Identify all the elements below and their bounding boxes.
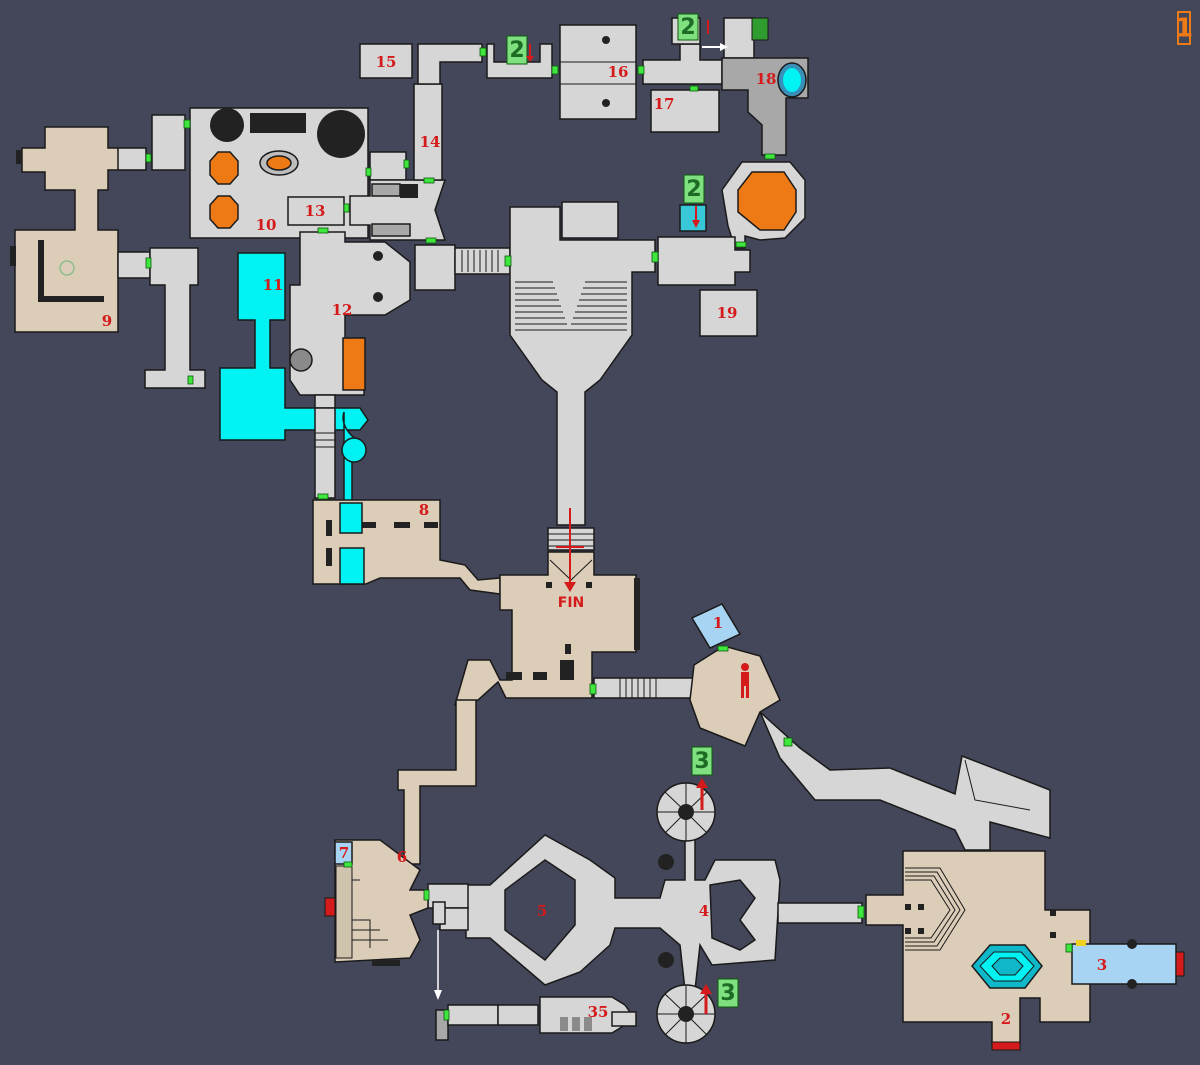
room-4-5-area — [427, 829, 863, 991]
room-label-19[interactable]: 19 — [717, 304, 738, 322]
room-label-13[interactable]: 13 — [305, 202, 326, 220]
great-hall — [414, 201, 656, 551]
room-9-area — [10, 126, 151, 333]
room-label-6[interactable]: 6 — [397, 848, 407, 866]
room-label-18[interactable]: 18 — [756, 70, 777, 88]
room-label-10[interactable]: 10 — [256, 216, 277, 234]
east-passage — [593, 603, 1051, 851]
room-6-7-area — [324, 839, 429, 966]
west-corridor — [144, 247, 206, 389]
player-icon — [741, 663, 749, 698]
room-label-7[interactable]: 7 — [339, 844, 349, 862]
floor-link-3-south[interactable]: 3 — [720, 981, 735, 1006]
room-15 — [359, 43, 413, 79]
floor-link-2-east[interactable]: 2 — [686, 177, 701, 202]
room-label-16[interactable]: 16 — [608, 63, 629, 81]
room-label-14[interactable]: 14 — [420, 133, 441, 151]
room-label-17[interactable]: 17 — [654, 95, 675, 113]
floor-link-2-northeast[interactable]: 2 — [680, 15, 695, 40]
arrows — [434, 20, 728, 1014]
room-label-35[interactable]: 35 — [588, 1003, 609, 1021]
floor-link-2-north[interactable]: 2 — [509, 38, 524, 63]
spiral-stair-south — [656, 984, 716, 1044]
room-10-area — [151, 107, 407, 239]
room-8-area — [312, 499, 501, 595]
room-2-area — [865, 850, 1091, 1051]
room-14 — [413, 83, 443, 181]
room-label-12[interactable]: 12 — [332, 301, 353, 319]
room-label-9[interactable]: 9 — [102, 312, 112, 330]
room-3-area — [1071, 939, 1185, 989]
room-label-5[interactable]: 5 — [537, 902, 547, 920]
north-east-rooms — [486, 17, 809, 337]
room-12-area — [289, 231, 411, 410]
south-west-passage — [397, 699, 477, 865]
room-label-4[interactable]: 4 — [699, 902, 709, 920]
spiral-stair-north — [656, 782, 716, 842]
level-indicator[interactable]: 1 — [1175, 14, 1193, 44]
room-label-15[interactable]: 15 — [376, 53, 397, 71]
room-label-8[interactable]: 8 — [419, 501, 429, 519]
floor-link-3-north[interactable]: 3 — [694, 749, 709, 774]
room-label-2[interactable]: 2 — [1001, 1010, 1011, 1028]
doors — [145, 47, 1073, 1021]
stair-corridor — [314, 407, 336, 499]
room-label-3[interactable]: 3 — [1097, 956, 1107, 974]
room-label-1[interactable]: 1 — [713, 614, 723, 632]
finish-label[interactable]: FIN — [558, 595, 585, 611]
north-corridor — [417, 43, 483, 85]
room-label-11[interactable]: 11 — [263, 276, 284, 294]
